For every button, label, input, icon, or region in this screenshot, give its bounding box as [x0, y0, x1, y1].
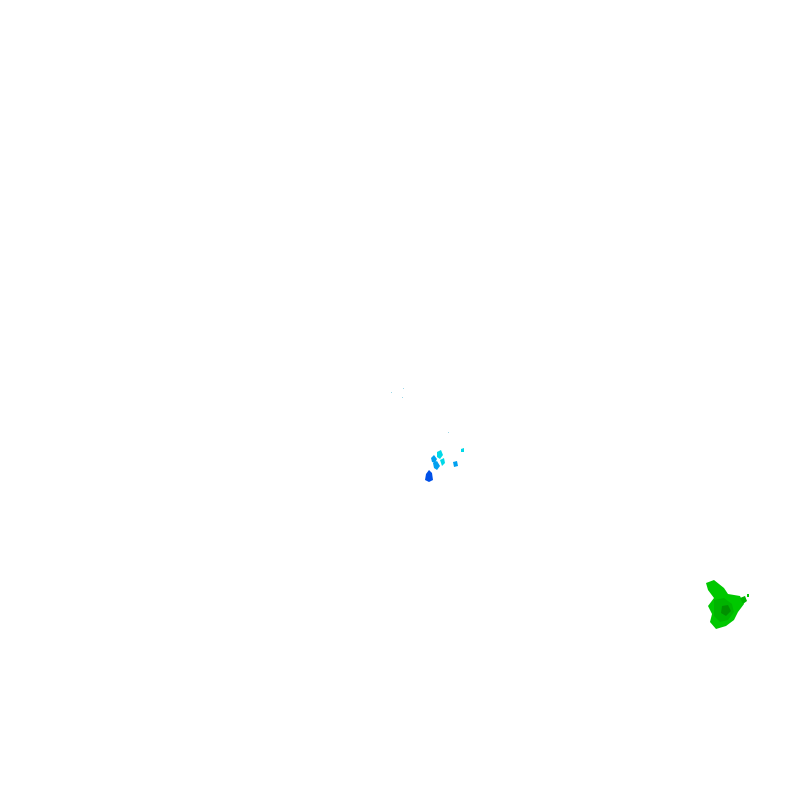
- faint-echo-specks: [391, 388, 449, 433]
- echo-speck: [403, 388, 404, 389]
- central-echo-cluster: [425, 448, 464, 482]
- echo-cell: [740, 596, 747, 604]
- echo-speck: [402, 397, 403, 398]
- echo-cell: [433, 461, 440, 470]
- echo-cell: [461, 448, 464, 452]
- echo-cell-strong: [425, 470, 433, 482]
- echo-speck: [391, 392, 392, 393]
- echo-cell: [431, 455, 437, 463]
- echo-cell: [437, 450, 443, 459]
- echo-cell: [453, 461, 458, 467]
- echo-speck: [448, 432, 449, 433]
- southeast-echo-mass: [706, 580, 749, 629]
- echo-region-core: [721, 605, 731, 616]
- echo-speck: [747, 594, 749, 597]
- echo-cell: [440, 458, 445, 466]
